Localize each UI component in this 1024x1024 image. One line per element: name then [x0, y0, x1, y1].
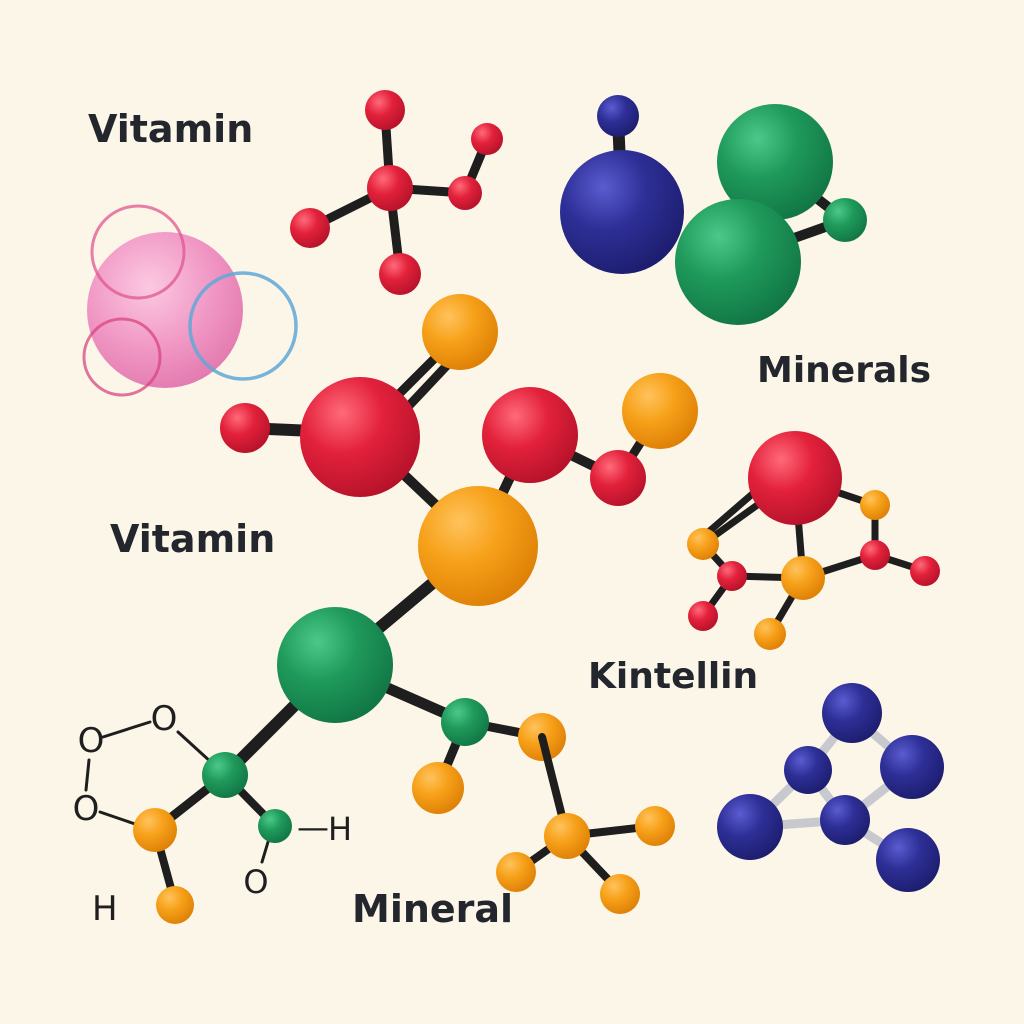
label-vitamin-top: Vitamin: [88, 107, 253, 151]
orange-atom: [781, 556, 825, 600]
red-atom: [448, 176, 482, 210]
red-atom: [365, 90, 405, 130]
red-orange-ring-molecule: [687, 431, 940, 650]
pink-sphere: [87, 232, 243, 388]
orange-atom: [496, 852, 536, 892]
orange-atom: [635, 806, 675, 846]
blue-green-molecule: [560, 95, 867, 325]
orange-atom: [687, 528, 719, 560]
oxygen-letter: O: [73, 789, 100, 829]
red-atom-large: [748, 431, 842, 525]
label-minerals: Minerals: [757, 350, 931, 391]
oxygen-letter: O: [151, 699, 178, 739]
blue-atom: [822, 683, 882, 743]
orange-molecule-bottom: [496, 733, 675, 914]
green-atom-small: [823, 198, 867, 242]
red-atom-center: [367, 165, 413, 211]
blue-atom: [784, 746, 832, 794]
blue-ring: [188, 271, 298, 381]
red-atom: [910, 556, 940, 586]
orange-atom: [622, 373, 698, 449]
red-atom: [220, 403, 270, 453]
red-molecule-top: [290, 90, 503, 295]
orange-atom: [754, 618, 786, 650]
label-vitamin-middle: Vitamin: [110, 517, 275, 561]
red-atom: [688, 601, 718, 631]
hydrogen-letter: H: [328, 810, 352, 848]
orange-atom: [544, 813, 590, 859]
red-atom: [379, 253, 421, 295]
orange-atom: [860, 490, 890, 520]
red-atom-large: [482, 387, 578, 483]
green-atom-large: [277, 607, 393, 723]
orange-atom: [156, 886, 194, 924]
orange-atom-large: [418, 486, 538, 606]
red-atom: [717, 561, 747, 591]
green-atom: [202, 752, 248, 798]
blue-atom: [717, 794, 783, 860]
blue-atom: [820, 795, 870, 845]
hydrogen-letter: H: [92, 889, 118, 929]
orange-atom: [422, 294, 498, 370]
oxygen-letter: O: [78, 721, 105, 761]
blue-molecule: [717, 683, 944, 892]
green-atom-large: [675, 199, 801, 325]
orange-atom: [412, 762, 464, 814]
red-atom: [590, 450, 646, 506]
label-mineral: Mineral: [352, 887, 513, 931]
pink-bubble-cluster: [82, 204, 298, 397]
red-atom: [860, 540, 890, 570]
oxygen-letter: O: [243, 863, 268, 901]
blue-atom: [880, 735, 944, 799]
blue-atom: [876, 828, 940, 892]
pink-ring: [90, 204, 186, 300]
pink-ring: [82, 317, 162, 397]
green-atom: [441, 698, 489, 746]
red-atom: [290, 208, 330, 248]
blue-atom: [597, 95, 639, 137]
red-atom-large: [300, 377, 420, 497]
green-atom: [258, 809, 292, 843]
blue-atom-large: [560, 150, 684, 274]
central-molecule: [219, 294, 698, 814]
orange-atom: [600, 874, 640, 914]
green-atom-large: [717, 104, 833, 220]
orange-atom: [133, 808, 177, 852]
bond-dash: —: [297, 808, 329, 846]
structural-formula: O O O O — H H: [73, 699, 352, 929]
red-atom: [471, 123, 503, 155]
label-kintellin: Kintellin: [588, 656, 758, 697]
